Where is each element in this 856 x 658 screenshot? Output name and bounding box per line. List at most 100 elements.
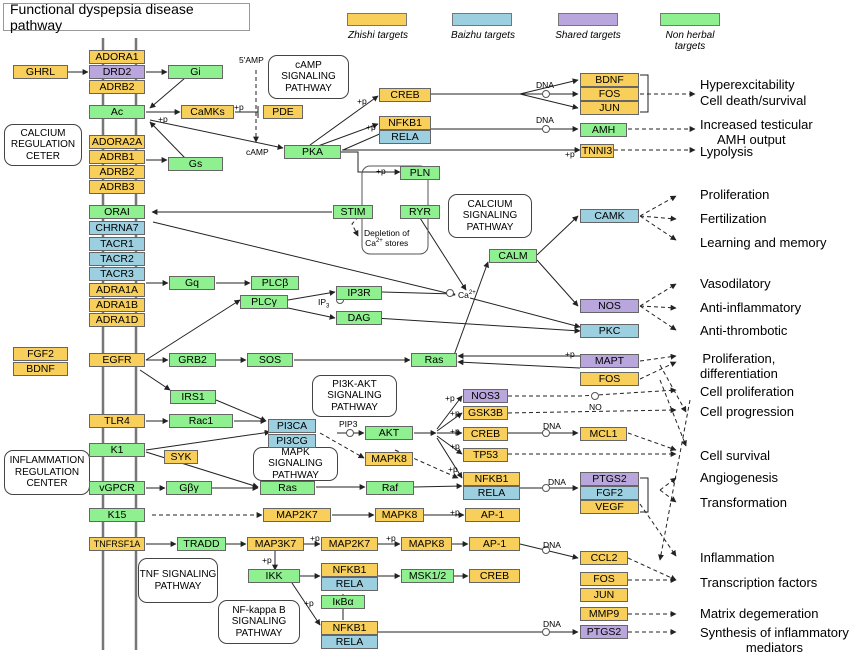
node-pde: PDE	[263, 105, 303, 119]
inflammation-center-box: INFLAMMATION REGULATION CENTER	[4, 450, 90, 495]
label-p: +p	[450, 441, 460, 451]
label-dna: DNA	[536, 115, 554, 125]
label-p: +p	[450, 408, 460, 418]
node-ryr: RYR	[400, 205, 440, 219]
pi3k-pathway-box: PI3K-AKT SIGNALING PATHWAY	[312, 375, 397, 417]
label-dna: DNA	[536, 80, 554, 90]
label-p: +p	[445, 393, 455, 403]
node-amh: AMH	[580, 123, 627, 137]
legend-label-nonherbal: Non herbal targets	[665, 30, 715, 52]
node-tp53: TP53	[463, 448, 508, 462]
node-pi3ca: PI3CA	[268, 419, 316, 433]
node-pkc: PKC	[580, 324, 639, 338]
node-tacr3: TACR3	[89, 267, 145, 281]
node-akt: AKT	[365, 426, 413, 440]
label-p: +p	[386, 533, 396, 543]
node-grb2: GRB2	[169, 353, 216, 367]
node-plcb: PLCβ	[251, 276, 299, 290]
node-tacr2: TACR2	[89, 252, 145, 266]
node-orai: ORAI	[89, 205, 145, 219]
node-creb-3: CREB	[469, 569, 520, 583]
outcome-proliferation-diff: Proliferation,differentiation	[700, 351, 778, 381]
node-sos: SOS	[247, 353, 293, 367]
node-ccl2: CCL2	[580, 551, 628, 565]
outcome-angiogenesis: Angiogenesis	[700, 470, 779, 485]
label-dna: DNA	[548, 477, 566, 487]
legend-swatch-baizhu	[452, 13, 512, 26]
node-jun-1: JUN	[580, 101, 639, 115]
node-nfkb1-c: NFKB1	[321, 563, 378, 577]
label-p: +p	[565, 349, 575, 359]
node-adrb2-a: ADRB2	[89, 80, 145, 94]
node-gi: Gi	[168, 65, 223, 79]
label-p: +p	[565, 149, 575, 159]
node-gq: Gq	[169, 276, 215, 290]
node-nfkb1-d: NFKB1	[321, 621, 378, 635]
node-mapk8-c: MAPK8	[401, 537, 452, 551]
camp-pathway-box: cAMP SIGNALING PATHWAY	[268, 55, 349, 99]
outcome-amh-output: AMH output	[717, 132, 786, 147]
node-fos-3: FOS	[580, 572, 628, 586]
outcome-cell-survival: Cell survival	[700, 448, 771, 463]
outcome-anti-thrombotic: Anti-thrombotic	[700, 323, 788, 338]
node-jun-2: JUN	[580, 588, 628, 602]
node-nos3: NOS3	[463, 389, 508, 403]
outcome-transformation: Transformation	[700, 495, 787, 510]
node-tlr4: TLR4	[89, 414, 145, 428]
label-p: +p	[262, 555, 272, 565]
node-adrb1: ADRB1	[89, 150, 145, 164]
node-tacr1: TACR1	[89, 237, 145, 251]
node-ras-1: Ras	[411, 353, 457, 367]
node-ikba: IκBα	[321, 595, 365, 609]
node-fgf2-a: FGF2	[13, 347, 68, 361]
node-nfkb1-a: NFKB1	[379, 116, 431, 130]
outcome-proliferation: Proliferation	[700, 187, 770, 202]
node-stim: STIM	[333, 205, 373, 219]
node-egfr: EGFR	[89, 353, 145, 367]
calcium-signaling-box: CALCIUM SIGNALING PATHWAY	[448, 194, 532, 238]
node-pln: PLN	[400, 166, 440, 180]
node-rela-1: RELA	[379, 130, 431, 144]
label-p: +p	[158, 114, 168, 124]
label-ip3: IP3	[318, 297, 330, 310]
node-nfkb1-b: NFKB1	[463, 472, 520, 486]
label-no: NO	[589, 402, 602, 412]
legend-label-zhishi: Zhishi targets	[347, 30, 409, 41]
node-camks: CaMKs	[181, 105, 234, 119]
node-map2k7-a: MAP2K7	[263, 508, 331, 522]
label-p: +p	[304, 598, 314, 608]
node-adra1b: ADRA1B	[89, 298, 145, 312]
outcome-hyperexcitability: Hyperexcitability	[700, 77, 795, 92]
outcome-fertilization: Fertilization	[700, 211, 767, 226]
label-dna: DNA	[543, 540, 561, 550]
node-camk: CAMK	[580, 209, 639, 223]
outcome-cell-proliferation: Cell proliferation	[700, 384, 794, 399]
node-ptgs2-b: PTGS2	[580, 625, 628, 639]
node-creb-1: CREB	[379, 88, 431, 102]
node-ac: Ac	[89, 105, 145, 119]
node-k1: K1	[89, 443, 145, 457]
page-title: Functional dyspepsia disease pathway	[3, 1, 250, 33]
node-drd2: DRD2	[89, 65, 145, 79]
node-mapk8-b: MAPK8	[375, 508, 424, 522]
node-mmp9: MMP9	[580, 607, 628, 621]
outcome-learning: Learning and memory	[700, 235, 827, 250]
node-bdnf-1: BDNF	[580, 73, 639, 87]
label-p: +p	[234, 102, 244, 112]
label-dna: DNA	[543, 619, 561, 629]
node-vegf: VEGF	[580, 500, 639, 514]
label-dna: DNA	[543, 421, 561, 431]
node-rela-4: RELA	[321, 635, 378, 649]
legend-label-shared: Shared targets	[555, 30, 621, 41]
node-calm: CALM	[489, 249, 537, 263]
label-p: +p	[448, 464, 458, 474]
node-adrb3: ADRB3	[89, 180, 145, 194]
node-vgpcr: vGPCR	[89, 481, 145, 495]
label-pip3: PIP3	[339, 419, 358, 429]
label-p: +p	[450, 426, 460, 436]
mapk-pathway-box: MAPK SIGNALING PATHWAY	[253, 447, 338, 481]
calcium-center-box: CALCIUM REGULATION CETER	[4, 124, 82, 166]
node-k15: K15	[89, 508, 145, 522]
node-ap1-b: AP-1	[469, 537, 520, 551]
